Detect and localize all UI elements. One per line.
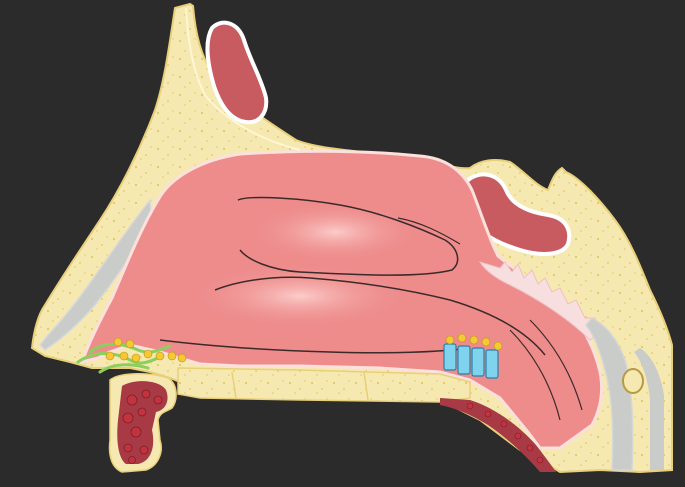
middle-turbinate-highlight (190, 264, 410, 328)
vertebra-foramen (623, 369, 643, 393)
superior-turbinate-highlight (250, 202, 420, 262)
hard-palate (178, 368, 470, 402)
